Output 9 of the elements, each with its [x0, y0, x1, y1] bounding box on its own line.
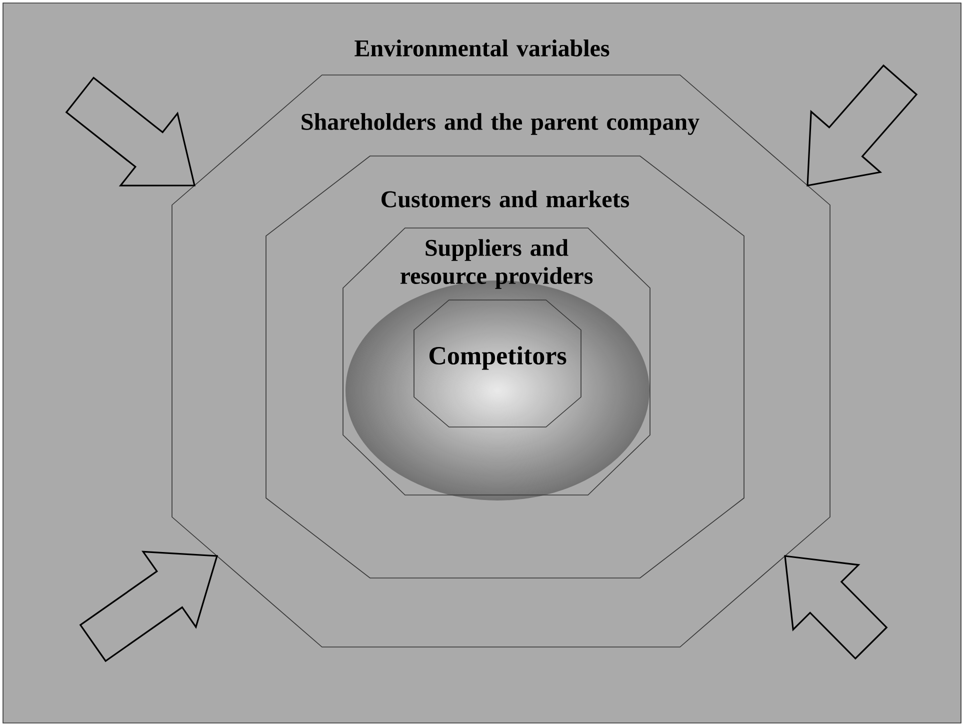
node-label: Environmental variables [354, 40, 610, 56]
node-label: Customers and markets [382, 190, 630, 208]
octagon [172, 74, 830, 648]
octagon [266, 156, 744, 578]
node-label: Competitors [429, 346, 566, 370]
node-label: Suppliers and resource providers [400, 239, 593, 289]
octagon [414, 300, 582, 428]
octagon [342, 228, 650, 496]
node-label: Shareholders and the parent company [302, 113, 700, 135]
